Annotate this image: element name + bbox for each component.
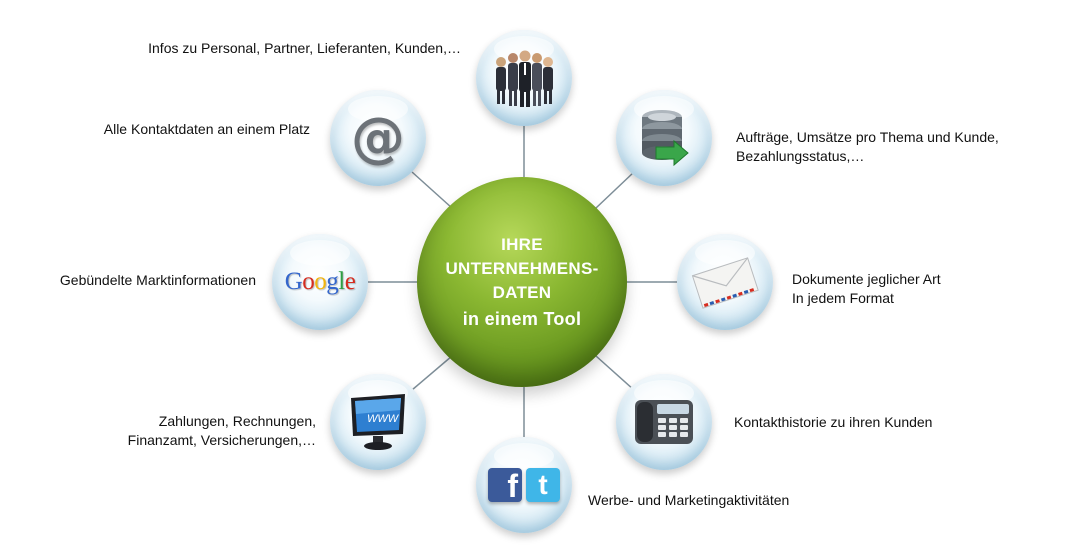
label-personnel: Infos zu Personal, Partner, Lieferanten,… bbox=[148, 40, 461, 56]
center-title-line4: in einem Tool bbox=[462, 309, 582, 329]
center-title-line2: UNTERNEHMENS- bbox=[445, 259, 599, 278]
facebook-icon: f bbox=[488, 468, 522, 502]
label-documents-line1: Dokumente jeglicher Art bbox=[792, 271, 941, 287]
label-documents: Dokumente jeglicher Art In jedem Format bbox=[792, 270, 941, 308]
at-sign-icon: @ bbox=[351, 106, 405, 169]
www-monitor-icon: WWW bbox=[351, 394, 405, 450]
label-orders-line2: Bezahlungsstatus,… bbox=[736, 148, 865, 164]
label-marketing: Werbe- und Marketingaktivitäten bbox=[588, 492, 790, 508]
connector-history bbox=[595, 355, 635, 391]
center-hub: IHRE UNTERNEHMENS- DATEN in einem Tool bbox=[417, 177, 627, 387]
www-screen-text: WWW bbox=[367, 413, 400, 425]
label-payments-line2: Finanzamt, Versicherungen,… bbox=[127, 432, 316, 448]
label-payments: Zahlungen, Rechnungen, Finanzamt, Versic… bbox=[128, 412, 316, 450]
label-documents-line2: In jedem Format bbox=[792, 290, 894, 306]
connector-payments bbox=[411, 355, 453, 391]
label-orders: Aufträge, Umsätze pro Thema und Kunde, B… bbox=[736, 128, 999, 166]
label-contacts: Alle Kontaktdaten an einem Platz bbox=[103, 121, 310, 137]
telephone-icon bbox=[635, 400, 693, 444]
facebook-twitter-icon: f t bbox=[488, 468, 560, 502]
node-orders bbox=[616, 90, 712, 186]
node-history bbox=[616, 374, 712, 470]
node-payments: WWW bbox=[330, 374, 426, 470]
label-market: Gebündelte Marktinformationen bbox=[59, 272, 256, 288]
label-orders-line1: Aufträge, Umsätze pro Thema und Kunde, bbox=[736, 129, 999, 145]
node-market: Google bbox=[272, 234, 368, 330]
label-history: Kontakthistorie zu ihren Kunden bbox=[734, 414, 933, 430]
connector-contacts bbox=[411, 171, 453, 209]
node-contacts: @ bbox=[330, 90, 426, 186]
envelope-icon bbox=[691, 257, 759, 309]
connector-orders bbox=[595, 171, 635, 209]
google-logo-icon: Google bbox=[284, 268, 356, 295]
center-title-line3: DATEN bbox=[492, 283, 552, 302]
node-documents bbox=[677, 234, 773, 330]
center-title-line1: IHRE bbox=[501, 235, 543, 254]
business-people-icon bbox=[496, 50, 553, 107]
node-personnel bbox=[476, 30, 572, 126]
twitter-icon: t bbox=[526, 468, 560, 502]
database-icon bbox=[642, 110, 689, 167]
label-payments-line1: Zahlungen, Rechnungen, bbox=[158, 413, 316, 429]
node-marketing: f t bbox=[476, 437, 572, 533]
